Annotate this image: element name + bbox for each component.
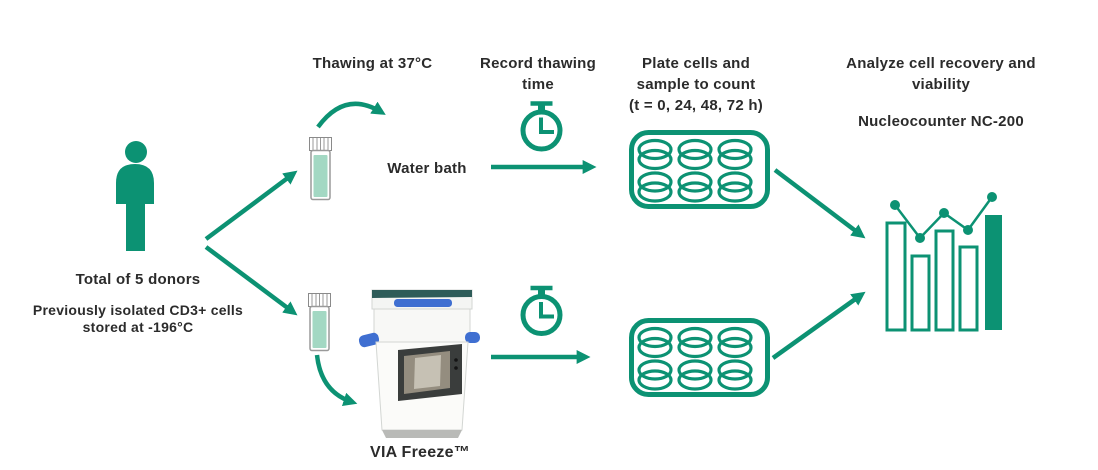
heading-analyze: Analyze cell recovery and viability xyxy=(830,53,1052,95)
arrow-top-plate-to-analysis xyxy=(773,168,866,239)
via-freeze-label: VIA Freeze™ xyxy=(370,444,470,461)
stopwatch-icon-bottom xyxy=(520,285,563,336)
water-bath-label: Water bath xyxy=(387,160,467,177)
machine-lid xyxy=(371,289,473,310)
bar-chart-icon xyxy=(885,192,1002,332)
donor-title: Total of 5 donors xyxy=(75,271,201,288)
via-freeze-machine xyxy=(358,289,480,438)
heading-plate-cells: Plate cells and sample to count (t = 0, … xyxy=(612,53,780,116)
donor-subtitle-line2: stored at -196°C xyxy=(82,319,194,335)
arrow-vial-into-via-freeze xyxy=(314,354,358,407)
heading-record-time-line2: time xyxy=(522,76,554,93)
person-icon xyxy=(116,141,154,251)
machine-base xyxy=(382,430,462,438)
machine-upper-body xyxy=(373,308,471,343)
heading-thawing: Thawing at 37°C xyxy=(312,55,433,72)
heading-plate-line1: Plate cells and xyxy=(642,55,750,72)
heading-record-time-line1: Record thawing xyxy=(479,55,596,72)
machine-right-handle xyxy=(465,332,480,343)
donor-subtitle-line1: Previously isolated CD3+ cells xyxy=(32,302,244,318)
arrow-bottom-plate-to-analysis xyxy=(771,291,866,360)
machine-touchscreen xyxy=(398,344,462,401)
six-well-plate-icon-bottom xyxy=(629,318,770,397)
instrument-name: Nucleocounter NC-200 xyxy=(858,113,1024,130)
six-well-plate-icon-top xyxy=(629,130,770,209)
arrow-donor-to-water-bath xyxy=(204,170,298,241)
cryovial-icon-bottom xyxy=(308,293,331,352)
cryovial-icon-top xyxy=(309,137,332,201)
heading-analyze-line2: viability xyxy=(911,76,971,93)
machine-left-handle xyxy=(358,332,380,348)
heading-analyze-line1: Analyze cell recovery and xyxy=(846,55,1036,72)
heading-plate-line3: (t = 0, 24, 48, 72 h) xyxy=(628,97,764,114)
arrow-donor-to-via-freeze xyxy=(204,245,298,316)
stopwatch-icon-top xyxy=(520,101,563,152)
heading-plate-line2: sample to count xyxy=(636,76,756,93)
arrow-vial-into-water-bath xyxy=(316,101,386,129)
heading-record-time: Record thawing time xyxy=(462,53,614,95)
donor-subtitle: Previously isolated CD3+ cells stored at… xyxy=(8,302,268,336)
